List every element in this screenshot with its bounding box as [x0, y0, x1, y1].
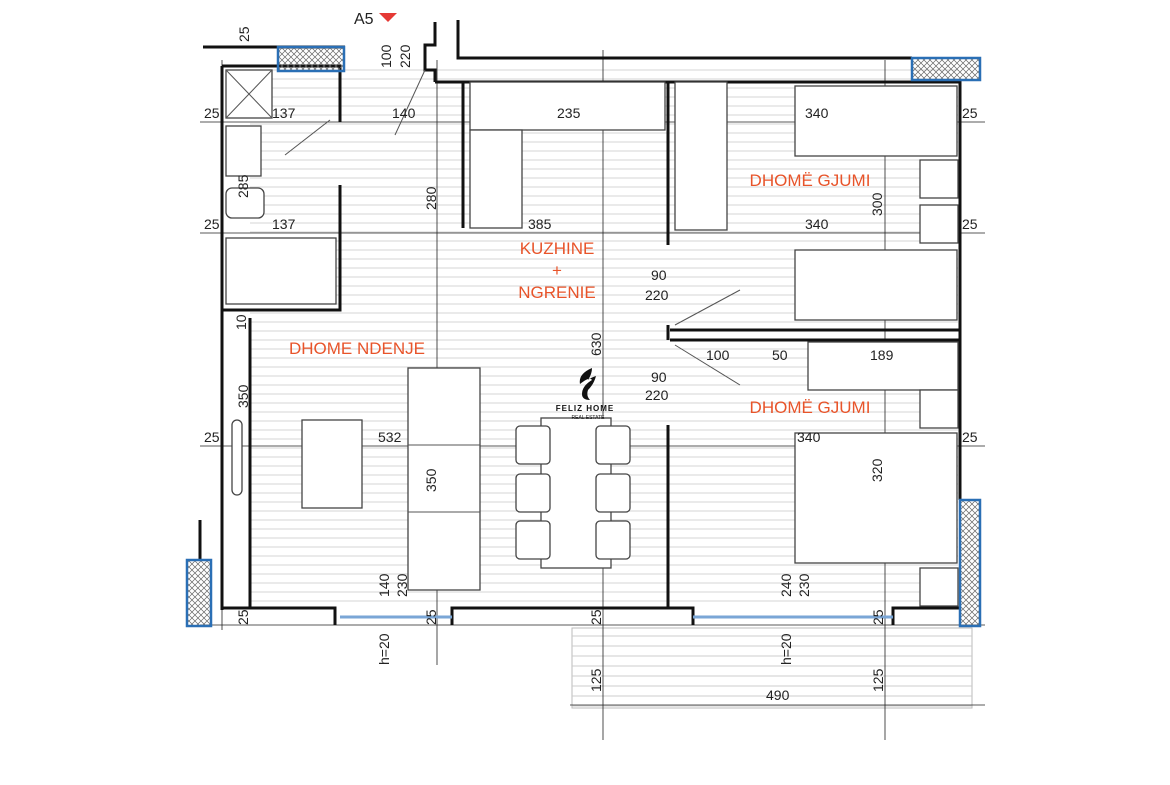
- dimension-label: 25: [870, 609, 886, 625]
- balcony: [571, 627, 973, 709]
- structural-columns: [185, 45, 982, 628]
- dimension-label: 220: [645, 287, 669, 303]
- room-label-kitchen: KUZHINE: [520, 239, 595, 258]
- dimension-label: 350: [423, 468, 439, 492]
- dimension-label: 25: [235, 609, 251, 625]
- section-marker-triangle-icon: [379, 13, 397, 22]
- dimension-label: 10: [233, 314, 249, 330]
- dimension-label: 340: [797, 429, 821, 445]
- dimension-label: 137: [272, 216, 296, 232]
- dimension-label: 189: [870, 347, 894, 363]
- dimension-label: 25: [423, 609, 439, 625]
- logo-name: FELIZ HOME: [556, 404, 614, 413]
- dimension-labels: 25 100 220 25 137 140 235 340 25 285 280…: [204, 26, 978, 703]
- dimension-label: 220: [397, 44, 413, 68]
- room-label-kitchen-plus: +: [552, 261, 562, 280]
- dimension-label: 25: [962, 216, 978, 232]
- dimension-label: 140: [376, 573, 392, 597]
- dimension-label: 25: [204, 429, 220, 445]
- room-label-bedroom-1: DHOMË GJUMI: [750, 171, 871, 190]
- room-label-dining: NGRENIE: [518, 283, 595, 302]
- dimension-label: 320: [869, 458, 885, 482]
- room-label-living: DHOME NDENJE: [289, 339, 425, 358]
- furniture: [225, 69, 959, 607]
- dimension-label: 350: [235, 384, 251, 408]
- room-label-bedroom-2: DHOMË GJUMI: [750, 398, 871, 417]
- dimension-label: 300: [869, 192, 885, 216]
- logo-tagline: REAL ESTATE: [572, 415, 606, 421]
- dimension-label: 90: [651, 369, 667, 385]
- dimension-label: 90: [651, 267, 667, 283]
- dimension-label: 25: [204, 216, 220, 232]
- dimension-label: 230: [394, 573, 410, 597]
- dimension-label: 220: [645, 387, 669, 403]
- logo: FELIZ HOME REAL ESTATE: [556, 368, 614, 421]
- dimension-label: h=20: [778, 633, 794, 665]
- dimension-label: 140: [392, 105, 416, 121]
- dimension-label: 125: [588, 668, 604, 692]
- dimension-label: 240: [778, 573, 794, 597]
- dimension-label: 490: [766, 687, 790, 703]
- dimension-label: 25: [236, 26, 252, 42]
- dimension-label: 25: [962, 105, 978, 121]
- logo-mark-icon: [579, 368, 596, 400]
- dimension-label: h=20: [376, 633, 392, 665]
- dimension-label: 340: [805, 216, 829, 232]
- dimension-label: 235: [557, 105, 581, 121]
- dimension-label: 137: [272, 105, 296, 121]
- dimension-label: 25: [962, 429, 978, 445]
- dimension-label: 50: [772, 347, 788, 363]
- dimension-label: 100: [706, 347, 730, 363]
- dimension-label: 280: [423, 186, 439, 210]
- dimension-label: 630: [588, 332, 604, 356]
- dimension-label: 25: [204, 105, 220, 121]
- dimension-label: 25: [588, 609, 604, 625]
- dimension-label: 230: [796, 573, 812, 597]
- section-marker-label: A5: [354, 11, 374, 28]
- dimension-label: 532: [378, 429, 402, 445]
- dimension-label: 285: [235, 174, 251, 198]
- dimension-label: 340: [805, 105, 829, 121]
- dimension-label: 125: [870, 668, 886, 692]
- dimension-label: 385: [528, 216, 552, 232]
- dimension-label: 100: [378, 44, 394, 68]
